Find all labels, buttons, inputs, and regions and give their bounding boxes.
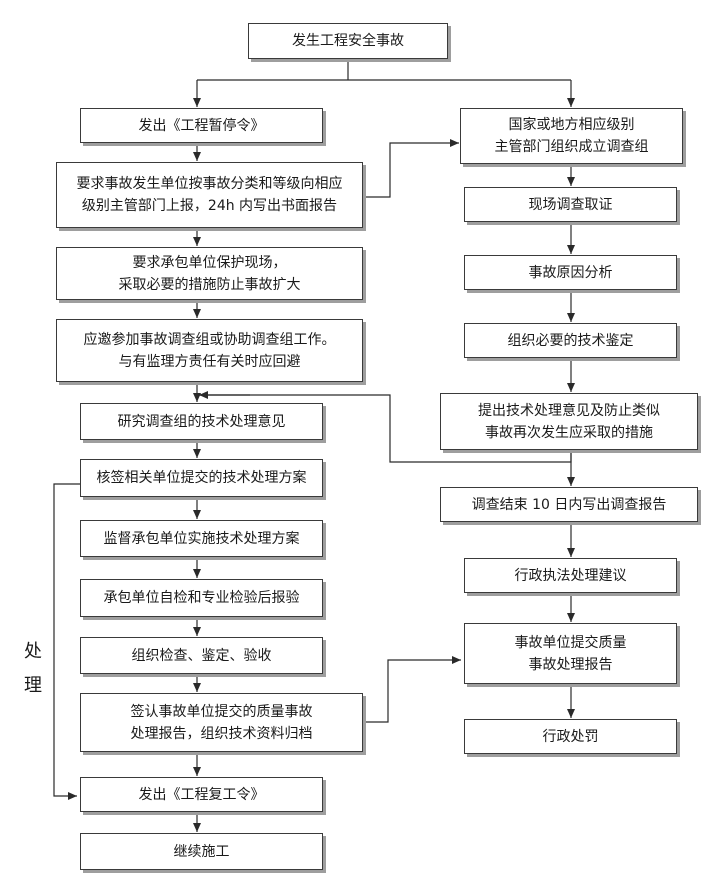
join-line-1: 应邀参加事故调查组或协助调查组工作。 <box>83 331 336 348</box>
suspend-order-label: 发出《工程暂停令》 <box>138 117 265 134</box>
start-label: 发生工程安全事故 <box>292 33 404 49</box>
report-line-1: 要求事故发生单位按事故分类和等级向相应 <box>76 176 343 192</box>
confirm-report-box: 签认事故单位提交的质量事故 处理报告，组织技术资料归档 <box>80 693 363 752</box>
study-opinion-box: 研究调查组的技术处理意见 <box>80 403 323 440</box>
confirm-line-2: 处理报告，组织技术资料归档 <box>130 725 313 742</box>
connector-report-to-committee <box>363 139 459 198</box>
penalty-label: 行政处罚 <box>542 728 599 745</box>
cause-analysis-label: 事故原因分析 <box>528 264 613 281</box>
inspect-box: 组织检查、鉴定、验收 <box>80 637 323 674</box>
protect-line-1: 要求承包单位保护现场， <box>132 254 287 271</box>
admin-advice-label: 行政执法处理建议 <box>514 567 627 584</box>
supervise-box: 监督承包单位实施技术处理方案 <box>80 520 323 557</box>
penalty-box: 行政处罚 <box>464 719 677 754</box>
connector-processing-loop <box>53 483 80 800</box>
committee-line-1: 国家或地方相应级别 <box>508 117 635 133</box>
study-opinion-label: 研究调查组的技术处理意见 <box>117 413 286 430</box>
measures-line-2: 事故再次发生应采取的措施 <box>485 424 653 441</box>
confirm-line-1: 签认事故单位提交的质量事故 <box>130 703 313 720</box>
side-label-char-2: 理 <box>24 675 42 696</box>
technical-appraisal-label: 组织必要的技术鉴定 <box>507 332 634 349</box>
report-box: 要求事故发生单位按事故分类和等级向相应 级别主管部门上报，24h 内写出书面报告 <box>56 162 363 228</box>
protect-site-box: 要求承包单位保护现场， 采取必要的措施防止事故扩大 <box>56 247 363 300</box>
connector-confirm-to-quality <box>363 656 461 723</box>
self-check-box: 承包单位自检和专业检验后报验 <box>80 579 323 617</box>
report-line-2: 级别主管部门上报，24h 内写出书面报告 <box>81 198 338 214</box>
self-check-label: 承包单位自检和专业检验后报验 <box>103 590 300 606</box>
quality-line-2: 事故处理报告 <box>528 656 613 673</box>
measures-line-1: 提出技术处理意见及防止类似 <box>478 402 660 419</box>
investigation-report-label: 调查结束 10 日内写出调查报告 <box>471 496 667 513</box>
join-investigation-box: 应邀参加事故调查组或协助调查组工作。 与有监理方责任有关时应回避 <box>56 319 363 382</box>
admin-advice-box: 行政执法处理建议 <box>464 558 677 593</box>
protect-line-2: 采取必要的措施防止事故扩大 <box>118 276 301 293</box>
side-label-char-1: 处 <box>24 641 42 662</box>
resume-order-box: 发出《工程复工令》 <box>80 777 323 812</box>
committee-box: 国家或地方相应级别 主管部门组织成立调查组 <box>460 108 683 164</box>
measures-box: 提出技术处理意见及防止类似 事故再次发生应采取的措施 <box>440 393 698 450</box>
start-box: 发生工程安全事故 <box>248 23 448 59</box>
sign-plan-box: 核签相关单位提交的技术处理方案 <box>80 459 323 497</box>
quality-line-1: 事故单位提交质量 <box>514 634 627 651</box>
quality-report-box: 事故单位提交质量 事故处理报告 <box>464 623 677 684</box>
continue-box: 继续施工 <box>80 833 323 870</box>
suspend-order-box: 发出《工程暂停令》 <box>80 108 323 143</box>
committee-line-2: 主管部门组织成立调查组 <box>494 139 649 155</box>
supervise-label: 监督承包单位实施技术处理方案 <box>103 530 300 547</box>
resume-order-label: 发出《工程复工令》 <box>138 786 265 803</box>
evidence-box: 现场调查取证 <box>464 187 677 222</box>
cause-analysis-box: 事故原因分析 <box>464 255 677 290</box>
continue-label: 继续施工 <box>173 843 230 860</box>
sign-plan-label: 核签相关单位提交的技术处理方案 <box>96 470 307 486</box>
investigation-report-box: 调查结束 10 日内写出调查报告 <box>440 487 698 522</box>
inspect-label: 组织检查、鉴定、验收 <box>131 647 272 664</box>
technical-appraisal-box: 组织必要的技术鉴定 <box>464 323 677 358</box>
join-line-2: 与有监理方责任有关时应回避 <box>118 353 301 370</box>
evidence-label: 现场调查取证 <box>528 196 613 213</box>
connector-measures-feedback <box>197 394 572 463</box>
